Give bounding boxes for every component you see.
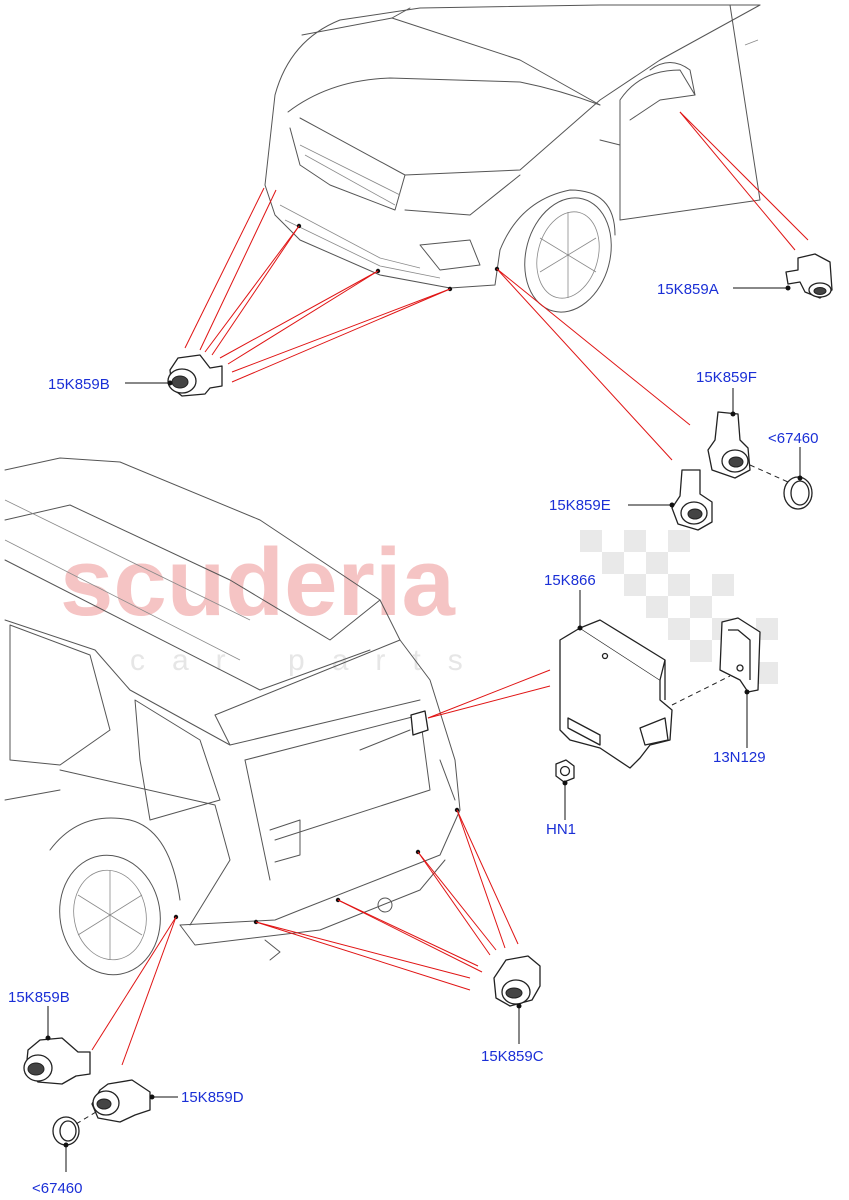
front-vehicle-illustration xyxy=(264,4,761,313)
nut-hn1-icon[interactable] xyxy=(555,759,575,783)
rear-leader-lines xyxy=(91,669,551,1066)
front-leader-lines xyxy=(184,111,809,461)
watermark: scuderia car parts xyxy=(60,529,778,684)
callout-lines xyxy=(45,285,803,1172)
label-67460-front[interactable]: <67460 xyxy=(768,430,818,447)
sensor-15k859d-icon[interactable] xyxy=(91,1079,151,1123)
label-15k859b-front[interactable]: 15K859B xyxy=(48,376,110,393)
retainer-ring-front-icon[interactable] xyxy=(783,476,813,510)
label-15k859d[interactable]: 15K859D xyxy=(181,1089,244,1106)
label-67460-rear[interactable]: <67460 xyxy=(32,1180,82,1197)
sensor-15k859f-icon[interactable] xyxy=(707,411,751,479)
part-labels: 15K859A 15K859B 15K859F <67460 15K859E 1… xyxy=(8,281,818,1197)
label-15k859c[interactable]: 15K859C xyxy=(481,1048,544,1065)
sensor-15k859c-icon[interactable] xyxy=(493,955,541,1007)
label-15k859f[interactable]: 15K859F xyxy=(696,369,757,386)
label-15k859e[interactable]: 15K859E xyxy=(549,497,611,514)
watermark-main-text: scuderia xyxy=(60,529,455,636)
sensor-15k859a-icon[interactable] xyxy=(785,253,833,299)
label-hn1[interactable]: HN1 xyxy=(546,821,576,838)
sensor-15k859b-rear-icon[interactable] xyxy=(23,1037,91,1085)
label-15k866[interactable]: 15K866 xyxy=(544,572,596,589)
label-15k859a[interactable]: 15K859A xyxy=(657,281,719,298)
retainer-ring-rear-icon[interactable] xyxy=(52,1116,80,1146)
rear-vehicle-illustration xyxy=(4,457,461,976)
label-15k859b-rear[interactable]: 15K859B xyxy=(8,989,70,1006)
sensor-15k859e-icon[interactable] xyxy=(671,469,713,531)
watermark-checker-pattern xyxy=(580,530,778,684)
control-module-15k866-icon[interactable] xyxy=(559,619,673,769)
sensor-15k859b-front-icon[interactable] xyxy=(167,354,223,397)
label-13n129[interactable]: 13N129 xyxy=(713,749,766,766)
bracket-13n129-icon[interactable] xyxy=(719,617,761,693)
